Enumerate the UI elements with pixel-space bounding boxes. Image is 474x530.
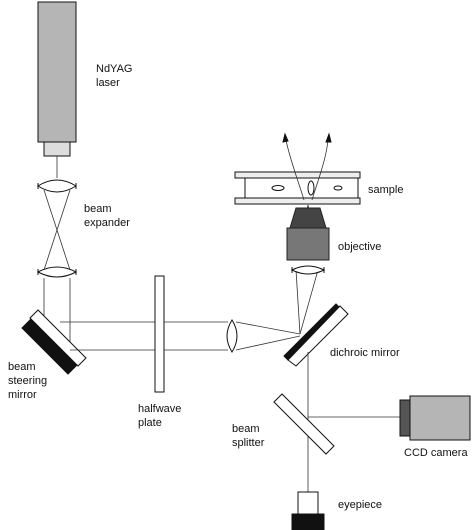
label-objective: objective <box>338 241 381 253</box>
label-splitter-2: splitter <box>232 437 265 449</box>
horizontal-beam <box>60 321 228 351</box>
dichroic-mirror <box>283 303 349 367</box>
beam-expander <box>36 179 78 278</box>
label-expander-1: beam <box>84 203 112 215</box>
ndyag-laser <box>37 1 77 157</box>
ccd-camera <box>399 395 471 441</box>
label-splitter-1: beam <box>232 423 260 435</box>
label-steering-3: mirror <box>8 389 37 401</box>
halfwave-plate <box>154 275 165 393</box>
label-expander-2: expander <box>84 217 130 229</box>
focusing-lens <box>226 319 301 353</box>
eyepiece <box>291 491 325 530</box>
label-dichroic: dichroic mirror <box>330 347 400 359</box>
beam-steering-mirror <box>21 309 87 375</box>
expanded-beam <box>43 278 71 344</box>
label-laser-2: laser <box>96 77 120 89</box>
label-eyepiece: eyepiece <box>338 499 382 511</box>
objective-bottom-lens <box>290 265 326 275</box>
label-halfwave-2: plate <box>138 417 162 429</box>
label-halfwave-1: halfwave <box>138 403 181 415</box>
sample-slide <box>234 132 361 205</box>
objective-lens <box>286 207 330 275</box>
detection-path <box>307 352 400 492</box>
label-steering-1: beam <box>8 361 36 373</box>
label-sample: sample <box>368 184 403 196</box>
expander-lens-bottom <box>36 266 78 278</box>
label-laser-1: NdYAG <box>96 63 132 75</box>
label-ccd: CCD camera <box>404 447 468 459</box>
label-steering-2: steering <box>8 375 47 387</box>
beam-splitter <box>273 393 335 455</box>
